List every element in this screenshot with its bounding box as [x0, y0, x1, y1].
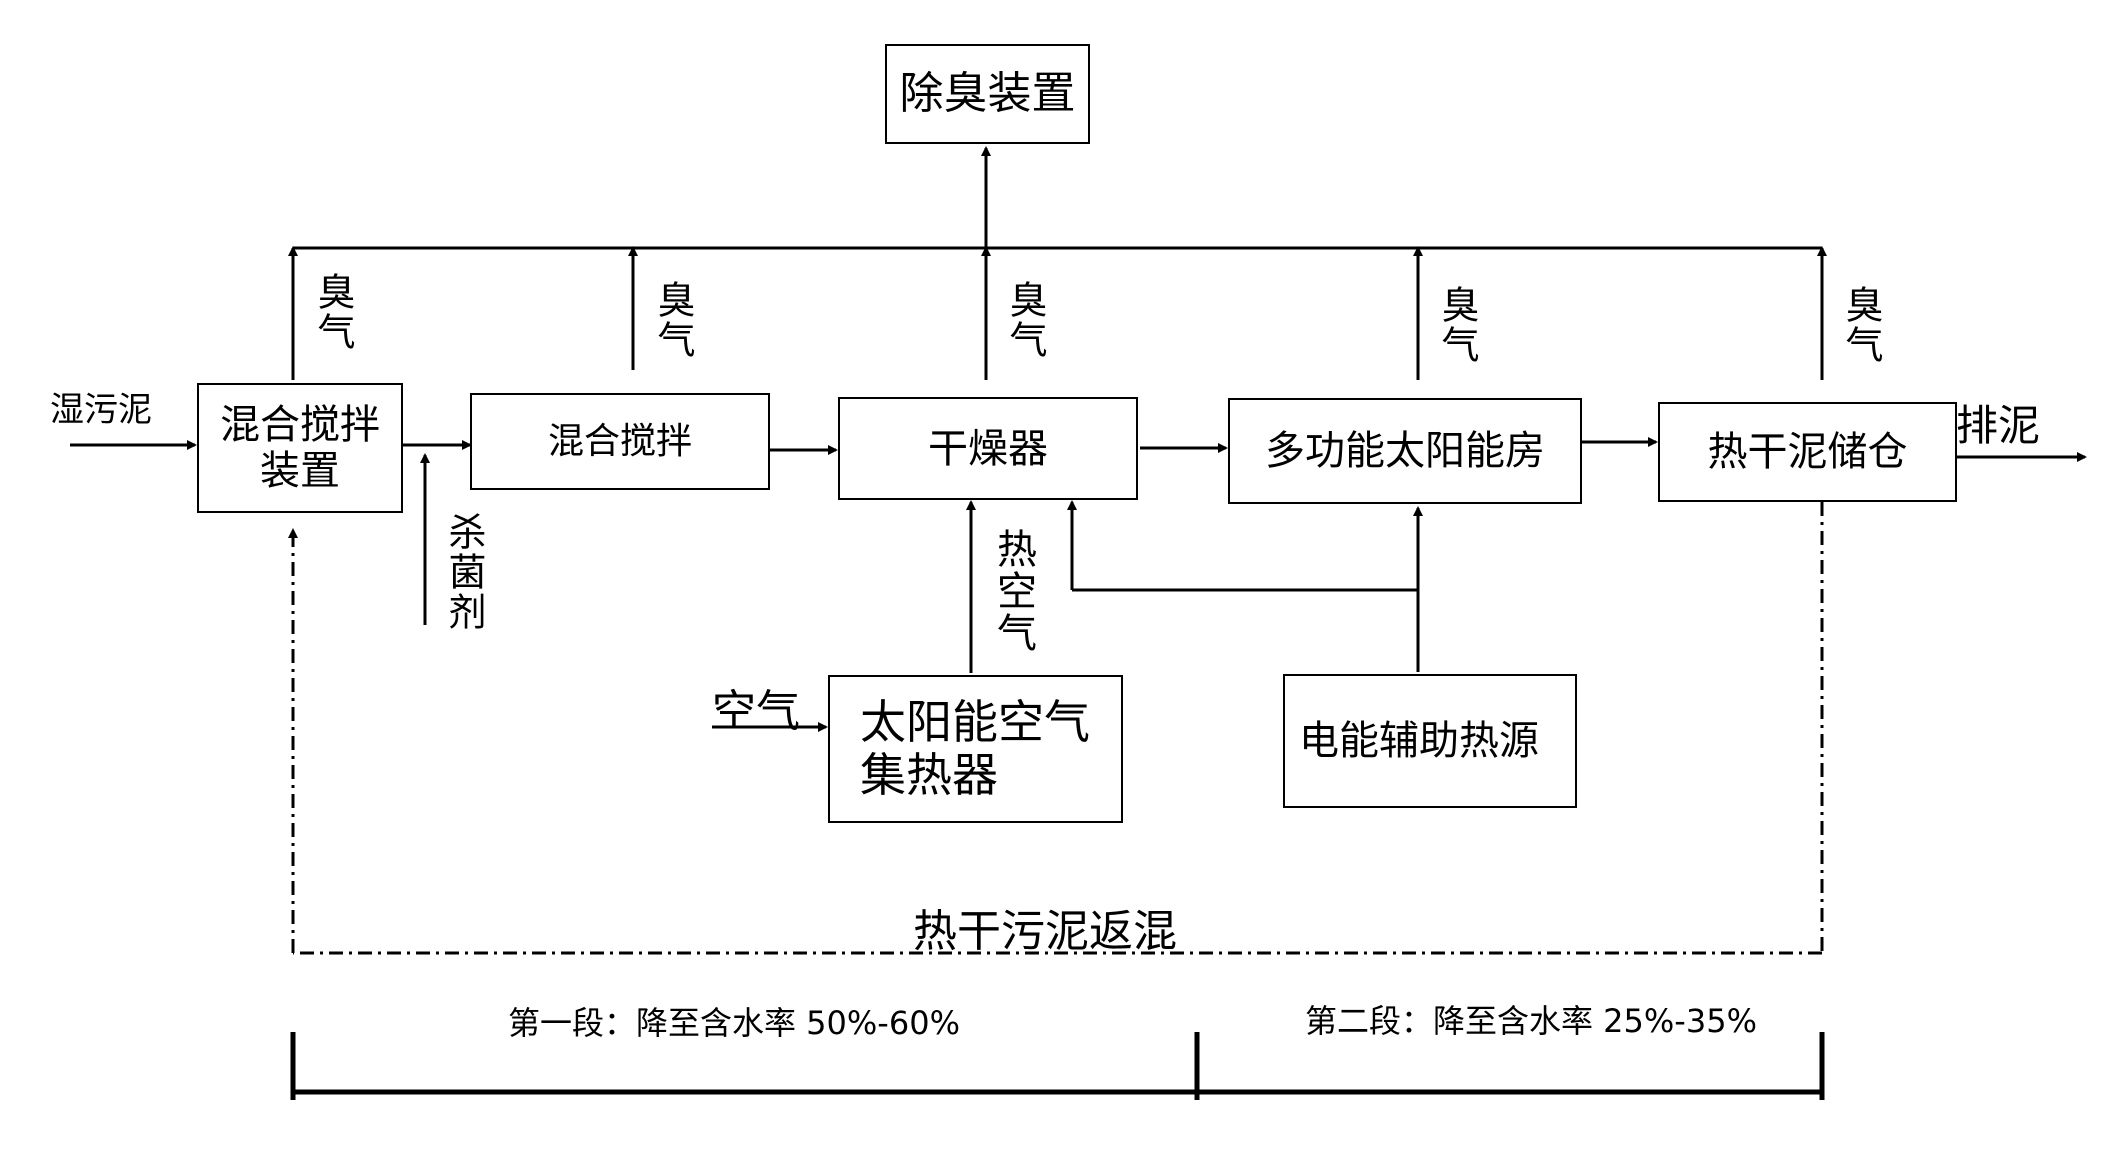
odor-gas-label-2: 臭气 [651, 280, 695, 360]
hot-air-label: 热空气 [990, 528, 1036, 654]
discharge-label: 排泥 [1956, 401, 2041, 450]
mixer-device-box: 混合搅拌装置 [197, 383, 403, 513]
mixer-device-label: 混合搅拌装置 [220, 402, 380, 494]
deodorizer-box: 除臭装置 [885, 44, 1090, 144]
odor-gas-label-1: 臭气 [311, 272, 355, 352]
solar-house-label: 多功能太阳能房 [1265, 428, 1545, 474]
air-label: 空气 [712, 686, 800, 737]
stage1-label: 第一段：降至含水率 50%-60% [508, 1004, 960, 1042]
solar-house-box: 多功能太阳能房 [1228, 398, 1582, 504]
electric-heat-box: 电能辅助热源 [1283, 674, 1577, 808]
mixing-box: 混合搅拌 [470, 393, 770, 490]
storage-box: 热干泥储仓 [1658, 402, 1957, 502]
bactericide-label: 杀菌剂 [442, 512, 486, 632]
stage2-label: 第二段：降至含水率 25%-35% [1305, 1002, 1757, 1040]
solar-collector-label: 太阳能空气集热器 [860, 695, 1090, 802]
wet-sludge-label: 湿污泥 [50, 390, 152, 430]
electric-heat-label: 电能辅助热源 [1299, 718, 1539, 764]
deodorizer-label: 除臭装置 [899, 67, 1076, 119]
odor-gas-label-4: 臭气 [1435, 285, 1479, 365]
mixing-label: 混合搅拌 [547, 420, 692, 462]
return-sludge-label: 热干污泥返混 [913, 906, 1177, 957]
storage-label: 热干泥储仓 [1707, 429, 1908, 475]
odor-gas-label-3: 臭气 [1003, 280, 1047, 360]
odor-gas-label-5: 臭气 [1839, 285, 1883, 365]
dryer-box: 干燥器 [838, 397, 1138, 500]
dryer-label: 干燥器 [928, 425, 1048, 472]
solar-collector-box: 太阳能空气集热器 [828, 675, 1123, 823]
